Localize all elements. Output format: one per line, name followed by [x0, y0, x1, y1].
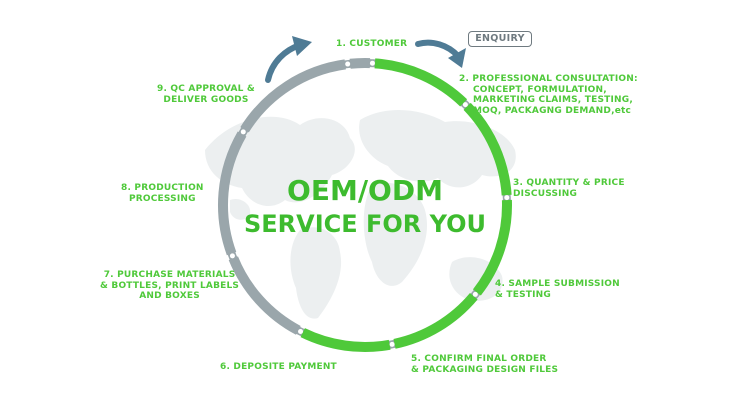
green-arc-3: [472, 199, 512, 296]
step-7-line-1: 7. PURCHASE MATERIALS: [103, 270, 236, 280]
step-7-line-2: & BOTTLES, PRINT LABELS: [100, 280, 240, 291]
separator-9: [345, 61, 351, 67]
world-map-background: [205, 110, 516, 319]
separator-6: [298, 329, 304, 335]
step-9-line-1: 9. QC APPROVAL &: [157, 84, 255, 94]
step-3-line-1: 3. QUANTITY & PRICE: [513, 178, 625, 188]
step-2-line-2: CONCEPT, FORMULATION,: [473, 84, 607, 95]
center-title-line2: SERVICE FOR YOU: [243, 210, 487, 238]
separator-5: [389, 341, 395, 347]
step-label-6: 6. DEPOSITE PAYMENT: [220, 362, 337, 373]
enquiry-badge: ENQUIRY: [468, 31, 532, 47]
arrow-to-customer-icon: [265, 36, 312, 83]
step-9-line-2: DELIVER GOODS: [163, 94, 249, 105]
step-label-4: 4. SAMPLE SUBMISSION& TESTING: [495, 279, 620, 300]
separator-2: [462, 102, 468, 108]
step-label-5: 5. CONFIRM FINAL ORDER& PACKAGING DESIGN…: [411, 354, 558, 375]
separator-1: [369, 60, 375, 66]
step-5-line-2: & PACKAGING DESIGN FILES: [411, 364, 559, 375]
segment-separators: [229, 60, 510, 347]
green-arc-5: [300, 328, 391, 352]
step-2-line-1: 2. PROFESSIONAL CONSULTATION:: [459, 74, 638, 84]
gray-arc-1: [228, 256, 301, 335]
gray-arc-4: [349, 58, 371, 69]
center-title-line1: OEM/ODM: [287, 174, 443, 207]
separator-7: [229, 253, 235, 259]
gray-arc-3: [240, 59, 346, 133]
separator-8: [240, 129, 246, 135]
gray-arc-2: [218, 131, 247, 256]
separator-4: [472, 291, 478, 297]
step-label-2: 2. PROFESSIONAL CONSULTATION:CONCEPT, FO…: [459, 74, 638, 116]
green-arc-2: [463, 102, 512, 196]
arrow-to-enquiry-icon: [415, 39, 466, 68]
step-5-line-1: 5. CONFIRM FINAL ORDER: [411, 354, 547, 364]
step-label-1: 1. CUSTOMER: [336, 39, 407, 50]
step-label-9: 9. QC APPROVAL &DELIVER GOODS: [157, 84, 255, 105]
separator-3: [504, 195, 510, 201]
step-3-line-2: DISCUSSING: [513, 188, 578, 199]
step-4-line-1: 4. SAMPLE SUBMISSION: [495, 279, 620, 289]
green-arc-segments: [300, 58, 512, 352]
green-arc-4: [393, 293, 478, 349]
step-4-line-2: & TESTING: [495, 289, 551, 300]
step-8-line-2: PROCESSING: [128, 193, 196, 204]
step-7-line-3: AND BOXES: [139, 291, 200, 301]
step-1-line-1: 1. CUSTOMER: [336, 39, 408, 49]
green-arc-1: [374, 58, 468, 107]
step-label-7: 7. PURCHASE MATERIALS& BOTTLES, PRINT LA…: [100, 270, 239, 302]
step-8-line-1: 8. PRODUCTION: [121, 183, 204, 193]
step-2-line-4: MOQ, PACKAGNG DEMAND,etc: [473, 105, 632, 116]
step-6-line-1: 6. DEPOSITE PAYMENT: [220, 362, 337, 372]
step-2-line-3: MARKETING CLAIMS, TESTING,: [473, 95, 633, 105]
